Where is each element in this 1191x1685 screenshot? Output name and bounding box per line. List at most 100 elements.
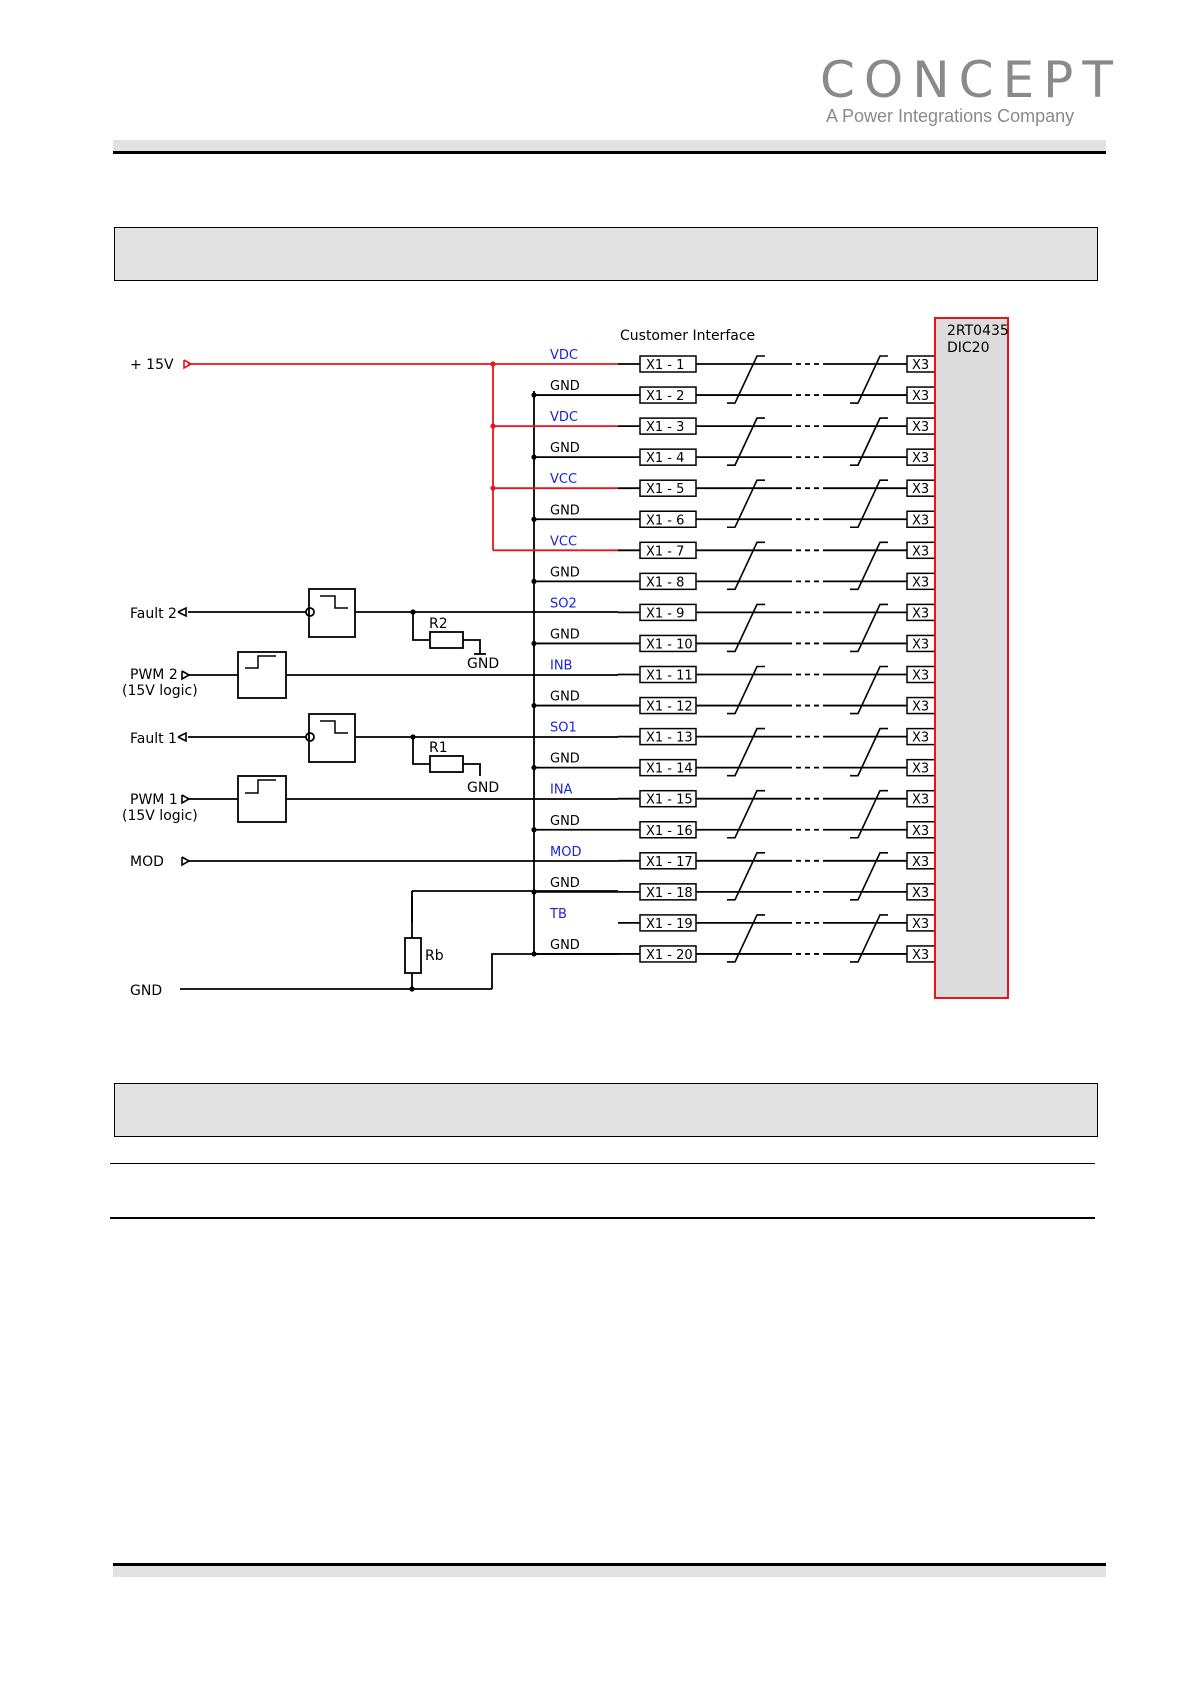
supply-junction-dot — [490, 361, 496, 367]
signal-label: GND — [550, 441, 580, 456]
twisted-pair-marker — [850, 355, 888, 404]
input-label-fault1: Fault 1 — [130, 731, 177, 747]
fault1-inverter-bubble — [305, 732, 315, 742]
signal-label: VDC — [550, 348, 578, 363]
input-label-pwm2-logic: (15V logic) — [122, 683, 198, 699]
input-label-pwm2: PWM 2 — [130, 667, 178, 683]
x1-pin-label: X1 - 8 — [646, 575, 684, 590]
twisted-pair-marker — [727, 727, 765, 777]
table-rule-top — [110, 1163, 1095, 1164]
gnd-junction-dot — [531, 889, 537, 895]
fault1-step-glyph — [320, 720, 348, 734]
bottom-caption-box — [114, 1083, 1098, 1137]
r2-gnd-label: GND — [467, 656, 499, 672]
input-arrow — [181, 794, 191, 805]
x1-pin-label: X1 - 18 — [646, 886, 693, 901]
signal-label: MOD — [550, 845, 581, 860]
header-band — [113, 140, 1106, 151]
twisted-pair-marker — [850, 541, 888, 591]
twisted-pair-marker — [727, 355, 765, 404]
output-arrow — [177, 606, 187, 618]
twisted-pair-marker — [850, 851, 888, 901]
x1-pin-label: X1 - 19 — [646, 917, 693, 932]
x1-pin-label: X1 - 14 — [646, 762, 693, 777]
input-label-fault2: Fault 2 — [130, 606, 177, 622]
header-rule — [113, 151, 1106, 154]
input-label-mod: MOD — [130, 854, 164, 870]
signal-label: INB — [550, 659, 572, 674]
supply-junction-dot — [490, 423, 496, 429]
x1-pin-label: X1 - 2 — [646, 389, 684, 404]
gnd-junction-dot — [531, 392, 537, 398]
twisted-pair-marker — [727, 603, 765, 653]
junction-dot — [410, 609, 416, 615]
pwm2-step-glyph — [245, 655, 276, 669]
gnd-junction-dot — [531, 951, 537, 957]
x1-pin-label: X1 - 16 — [646, 824, 693, 839]
twisted-pair-marker — [850, 727, 888, 777]
input-label-pwm1: PWM 1 — [130, 792, 178, 808]
signal-label: GND — [550, 938, 580, 953]
module-label-line2: DIC20 — [947, 340, 990, 356]
company-logo: CONCEPT A Power Integrations Company — [820, 55, 1113, 130]
pwm1-step-glyph — [245, 779, 276, 794]
signal-label: SO1 — [550, 721, 577, 736]
input-arrow — [181, 670, 191, 681]
x1-pin-label: X1 - 1 — [646, 358, 684, 373]
rb-resistor — [404, 937, 422, 974]
logo-wordmark: CONCEPT — [820, 51, 1122, 109]
footer-rule — [113, 1563, 1106, 1566]
twisted-pair-marker — [850, 479, 888, 529]
rb-label: Rb — [425, 948, 444, 964]
fault1-buffer — [308, 713, 356, 763]
pwm2-buffer — [237, 651, 287, 699]
input-arrow — [181, 856, 191, 867]
x1-pin-label: X1 - 17 — [646, 855, 693, 870]
signal-label: GND — [550, 379, 580, 394]
x1-pin-label: X1 - 12 — [646, 700, 693, 715]
gnd-junction-dot — [531, 702, 537, 709]
footer-band — [113, 1566, 1106, 1577]
twisted-pair-marker — [727, 914, 765, 963]
signal-label: GND — [550, 876, 580, 891]
signal-label: SO2 — [550, 596, 577, 611]
input-label-plus15v: + 15V — [130, 357, 174, 373]
twisted-pair-marker — [850, 914, 888, 963]
table-rule-bottom — [110, 1217, 1095, 1219]
r1-gnd-label: GND — [467, 780, 499, 796]
twisted-pair-marker — [727, 665, 765, 715]
junction-dot — [409, 986, 415, 992]
junction-dot — [410, 734, 416, 740]
x1-pin-label: X1 - 10 — [646, 637, 693, 652]
module-label-line1: 2RT0435 — [947, 323, 1009, 339]
r2-resistor — [429, 631, 464, 649]
twisted-pair-marker — [850, 789, 888, 839]
gnd-junction-dot — [531, 516, 537, 522]
signal-label: GND — [550, 752, 580, 767]
signal-label: TB — [549, 907, 567, 922]
x1-pin-label: X1 - 11 — [646, 669, 693, 684]
signal-label: VDC — [550, 410, 578, 425]
x1-pin-label: X1 - 6 — [646, 513, 684, 528]
twisted-pair-marker — [850, 417, 888, 466]
x1-pin-label: X1 - 15 — [646, 793, 693, 808]
signal-label: GND — [550, 814, 580, 829]
gnd-junction-dot — [531, 765, 537, 771]
r1-resistor — [429, 755, 464, 773]
